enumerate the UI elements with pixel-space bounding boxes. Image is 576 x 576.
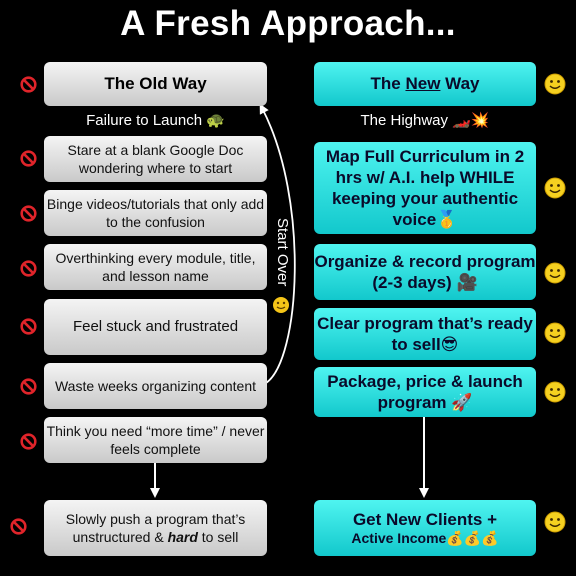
old-step-2: Binge videos/tutorials that only add to … (44, 190, 267, 236)
new-way-header: The New Way (314, 62, 536, 106)
old-step-5: Waste weeks organizing content (44, 363, 267, 409)
old-step-3: Overthinking every module, title, and le… (44, 244, 267, 290)
smiley-icon (544, 262, 566, 284)
smiley-icon (544, 322, 566, 344)
no-entry-icon (10, 518, 27, 535)
new-step-4: Package, price & launch program 🚀 (314, 367, 536, 417)
no-entry-icon (20, 433, 37, 450)
smiley-icon (544, 381, 566, 403)
old-final-step: Slowly push a program that’s unstructure… (44, 500, 267, 556)
smiley-icon (544, 177, 566, 199)
new-step-1: Map Full Curriculum in 2 hrs w/ A.I. hel… (314, 142, 536, 234)
start-over-label: Start Over (274, 218, 291, 287)
no-entry-icon (20, 260, 37, 277)
old-step-4: Feel stuck and frustrated (44, 299, 267, 355)
face-icon (273, 297, 289, 313)
new-step-2: Organize & record program (2-3 days) 🎥 (314, 244, 536, 300)
no-entry-icon (20, 318, 37, 335)
new-way-caption: The Highway 🏎️💥 (360, 112, 490, 129)
page-title: A Fresh Approach... (120, 4, 456, 43)
no-entry-icon (20, 150, 37, 167)
no-entry-icon (20, 205, 37, 222)
no-entry-icon (20, 378, 37, 395)
old-step-6: Think you need “more time” / never feels… (44, 417, 267, 463)
old-way-caption: Failure to Launch 🐢 (86, 112, 225, 129)
smiley-icon (544, 511, 566, 533)
new-step-3: Clear program that’s ready to sell😎 (314, 308, 536, 360)
no-entry-icon (20, 76, 37, 93)
new-final-step: Get New Clients + Active Income💰💰💰 (314, 500, 536, 556)
old-way-header: The Old Way (44, 62, 267, 106)
old-step-1: Stare at a blank Google Doc wondering wh… (44, 136, 267, 182)
smiley-icon (544, 73, 566, 95)
